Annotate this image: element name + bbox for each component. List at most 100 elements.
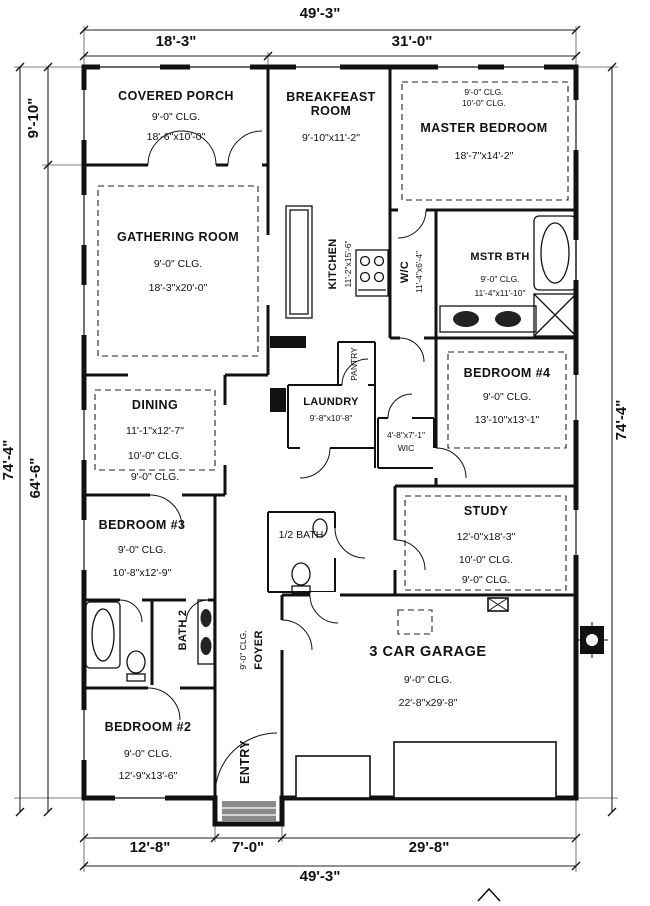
- bedroom2-ceiling: 9'-0" CLG.: [124, 748, 172, 760]
- dim-bottom-entry: 7'-0": [232, 839, 264, 856]
- dim-bottom-right: 29'-8": [409, 839, 450, 856]
- covered-porch-size: 18'-6"x10'-0": [147, 131, 206, 143]
- burner-icon: [359, 271, 371, 283]
- bedroom4-ceiling: 9'-0" CLG.: [483, 391, 531, 403]
- dimension-lines: [19, 29, 613, 867]
- garage-size: 22'-8"x29'-8": [399, 697, 458, 709]
- study-ceiling-b: 9'-0" CLG.: [462, 574, 510, 586]
- bath2-name: BATH 2: [177, 610, 189, 651]
- stoop-slab: [222, 801, 276, 821]
- foyer-name: FOYER: [253, 630, 265, 669]
- wic-name: WIC: [398, 443, 415, 453]
- kitchen-island-counter: [289, 209, 309, 315]
- toilet-tank: [126, 673, 146, 682]
- study-ceiling-a: 10'-0" CLG.: [459, 554, 513, 566]
- dim-left-lower: 64'-6": [27, 458, 44, 499]
- sink-basin: [453, 311, 479, 327]
- dim-top-overall: 49'-3": [300, 5, 341, 22]
- bath2-vanity: [197, 599, 215, 665]
- half-bath-name: 1/2 BATH: [279, 529, 324, 541]
- master-bath-fixtures: [439, 215, 577, 337]
- toilet: [126, 650, 146, 674]
- meter-rays: [576, 622, 608, 658]
- entry-stoop: [222, 801, 276, 821]
- dim-bottom-overall: 49'-3": [300, 868, 341, 885]
- covered-porch-ceiling: 9'-0" CLG.: [152, 111, 200, 123]
- master-bedroom-size: 18'-7"x14'-2": [455, 150, 514, 162]
- shower-cross: [533, 293, 577, 337]
- master-bedroom-ceiling-b: 10'-0" CLG.: [462, 98, 506, 108]
- dining-size: 11'-1"x12'-7": [126, 425, 184, 437]
- garage-door-double: [393, 741, 557, 799]
- dining-ceiling-a: 10'-0" CLG.: [128, 450, 182, 462]
- laundry-name: LAUNDRY: [303, 396, 359, 408]
- kitchen-size: 11'-2"x15'-6": [343, 241, 353, 288]
- bedroom4-size: 13'-10"x13'-1": [475, 414, 540, 426]
- garage-ceiling: 9'-0" CLG.: [404, 674, 452, 686]
- dim-top-left: 18'-3": [156, 33, 197, 50]
- dim-left-overall: 74'-4": [0, 440, 17, 481]
- pantry-name: PANTRY: [349, 347, 359, 381]
- sink-basin: [200, 609, 212, 627]
- toilet-tank: [291, 585, 311, 594]
- foyer-ceiling: 9'-0" CLG.: [238, 630, 248, 669]
- bath-fixtures: [85, 599, 215, 682]
- shower: [533, 293, 577, 337]
- door-openings: [120, 162, 439, 691]
- stoop-steps: [222, 807, 276, 816]
- master-bedroom-ceiling-a: 9'-0" CLG.: [464, 87, 503, 97]
- study-size: 12'-0"x18'-3": [457, 531, 516, 543]
- study-name: STUDY: [464, 504, 509, 518]
- entry-name: ENTRY: [238, 740, 252, 784]
- extension-lines: [14, 26, 618, 872]
- dining-ceiling-b: 9'-0" CLG.: [131, 471, 179, 483]
- bathtub-2-basin: [91, 608, 115, 662]
- burner-icon: [373, 255, 385, 267]
- half-bath-fixtures: [291, 518, 328, 594]
- bedroom2-name: BEDROOM #2: [105, 720, 192, 734]
- laundry-size: 9'-8"x10'-8": [310, 413, 353, 423]
- builtin-closet: [270, 388, 286, 412]
- north-arrow-icon: [477, 887, 501, 902]
- dim-top-right: 31'-0": [392, 33, 433, 50]
- electric-meter-icon: [576, 622, 608, 658]
- bathtub-basin: [540, 222, 570, 284]
- kitchen-name: KITCHEN: [327, 239, 339, 290]
- dimension-ticks: [15, 25, 617, 871]
- meter-dial: [586, 634, 598, 646]
- master-bath-name: MSTR BTH: [470, 251, 529, 263]
- bedroom4-name: BEDROOM #4: [464, 366, 551, 380]
- breakfast-name-line2: ROOM: [311, 104, 352, 118]
- stove: [355, 249, 389, 297]
- breakfast-name-line1: BREAKFEAST: [286, 90, 375, 104]
- gathering-room-size: 18'-3"x20'-0": [149, 282, 208, 294]
- gathering-room-ceiling: 9'-0" CLG.: [154, 258, 202, 270]
- toilet: [291, 562, 311, 586]
- dim-bottom-left: 12'-8": [130, 839, 171, 856]
- breakfast-size: 9'-10"x11'-2": [302, 132, 360, 144]
- double-vanity: [439, 305, 537, 333]
- master-closet-size: 11'-4"x6'-4": [414, 251, 424, 293]
- bedroom3-name: BEDROOM #3: [99, 518, 186, 532]
- covered-porch-name: COVERED PORCH: [118, 89, 234, 103]
- dashed-room-outlines: [94, 81, 569, 635]
- bedroom3-size: 10'-8"x12'-9": [113, 567, 172, 579]
- master-bath-ceiling: 9'-0" CLG.: [480, 274, 519, 284]
- kitchen-fixtures: [285, 205, 389, 319]
- sink-basin: [200, 637, 212, 655]
- bathtub: [533, 215, 577, 291]
- gathering-room-name: GATHERING ROOM: [117, 230, 239, 244]
- wic-size: 4'-8"x7'-1": [387, 430, 425, 440]
- window-glass-lines: [83, 66, 577, 799]
- master-bath-size: 11'-4"x11'-10": [474, 288, 525, 298]
- dim-left-top: 9'-10": [25, 98, 42, 139]
- burner-icon: [359, 255, 371, 267]
- bedroom3-ceiling: 9'-0" CLG.: [118, 544, 166, 556]
- bedroom2-size: 12'-9"x13'-6": [119, 770, 178, 782]
- garage-door-single: [295, 755, 371, 799]
- burner-icon: [373, 271, 385, 283]
- master-bedroom-name: MASTER BEDROOM: [420, 121, 547, 135]
- sink-basin: [495, 311, 521, 327]
- garage-name: 3 CAR GARAGE: [369, 644, 486, 660]
